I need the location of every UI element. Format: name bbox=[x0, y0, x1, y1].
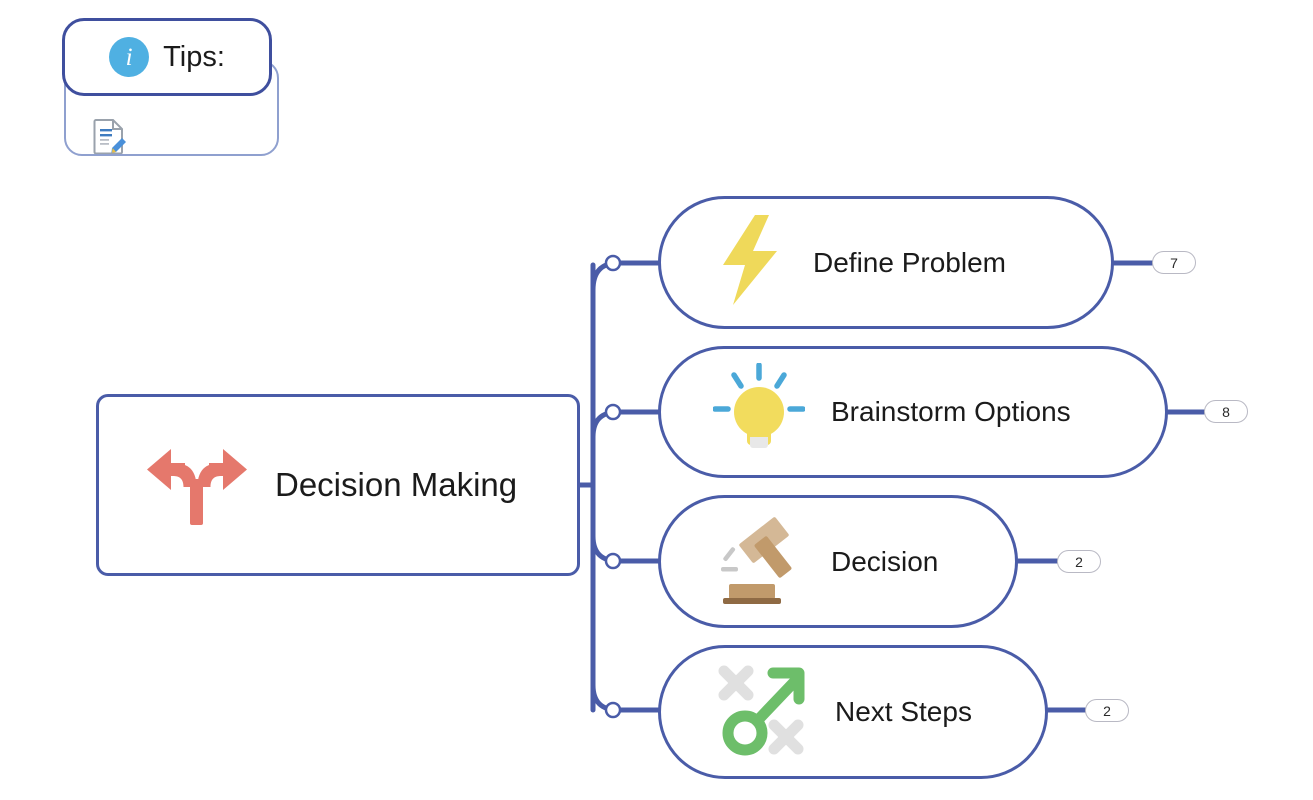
branch-label-next-steps: Next Steps bbox=[835, 696, 972, 727]
branch-label-decision: Decision bbox=[831, 545, 939, 577]
root-node-label: Decision Making bbox=[275, 466, 518, 503]
strategy-arrow-icon bbox=[713, 659, 809, 766]
collapse-handle-next bbox=[604, 701, 622, 719]
branch-node-next-steps[interactable]: Next Steps bbox=[658, 645, 1048, 779]
gavel-icon bbox=[713, 508, 805, 615]
fork-arrows-icon bbox=[145, 441, 249, 530]
branch-line-define bbox=[590, 260, 661, 293]
count-badge-next-steps[interactable]: 2 bbox=[1085, 699, 1129, 722]
collapse-handle-brainstorm bbox=[604, 403, 622, 421]
branch-label-brainstorm-options: Brainstorm Options bbox=[831, 396, 1071, 427]
branch-node-brainstorm-options[interactable]: Brainstorm Options bbox=[658, 346, 1168, 478]
note-edit-icon[interactable] bbox=[92, 118, 126, 155]
lightning-bolt-icon bbox=[713, 213, 787, 312]
root-node-decision-making[interactable]: Decision Making bbox=[96, 394, 580, 576]
branch-node-define-problem[interactable]: Define Problem bbox=[658, 196, 1114, 329]
info-icon: i bbox=[109, 37, 150, 77]
branch-line-brainstorm bbox=[590, 409, 661, 440]
count-badge-brainstorm-options[interactable]: 8 bbox=[1204, 400, 1248, 423]
branch-line-decision bbox=[590, 533, 661, 564]
collapse-handle-decision bbox=[604, 552, 622, 570]
count-badge-define-problem[interactable]: 7 bbox=[1152, 251, 1196, 274]
tips-label: Tips: bbox=[163, 40, 225, 73]
lightbulb-icon bbox=[712, 361, 806, 462]
branch-label-define-problem: Define Problem bbox=[813, 246, 1006, 278]
collapse-handle-define bbox=[604, 254, 622, 272]
branch-node-decision[interactable]: Decision bbox=[658, 495, 1018, 628]
tips-node[interactable]: i Tips: bbox=[62, 18, 272, 96]
branch-line-next bbox=[590, 682, 661, 713]
count-badge-decision[interactable]: 2 bbox=[1057, 550, 1101, 573]
